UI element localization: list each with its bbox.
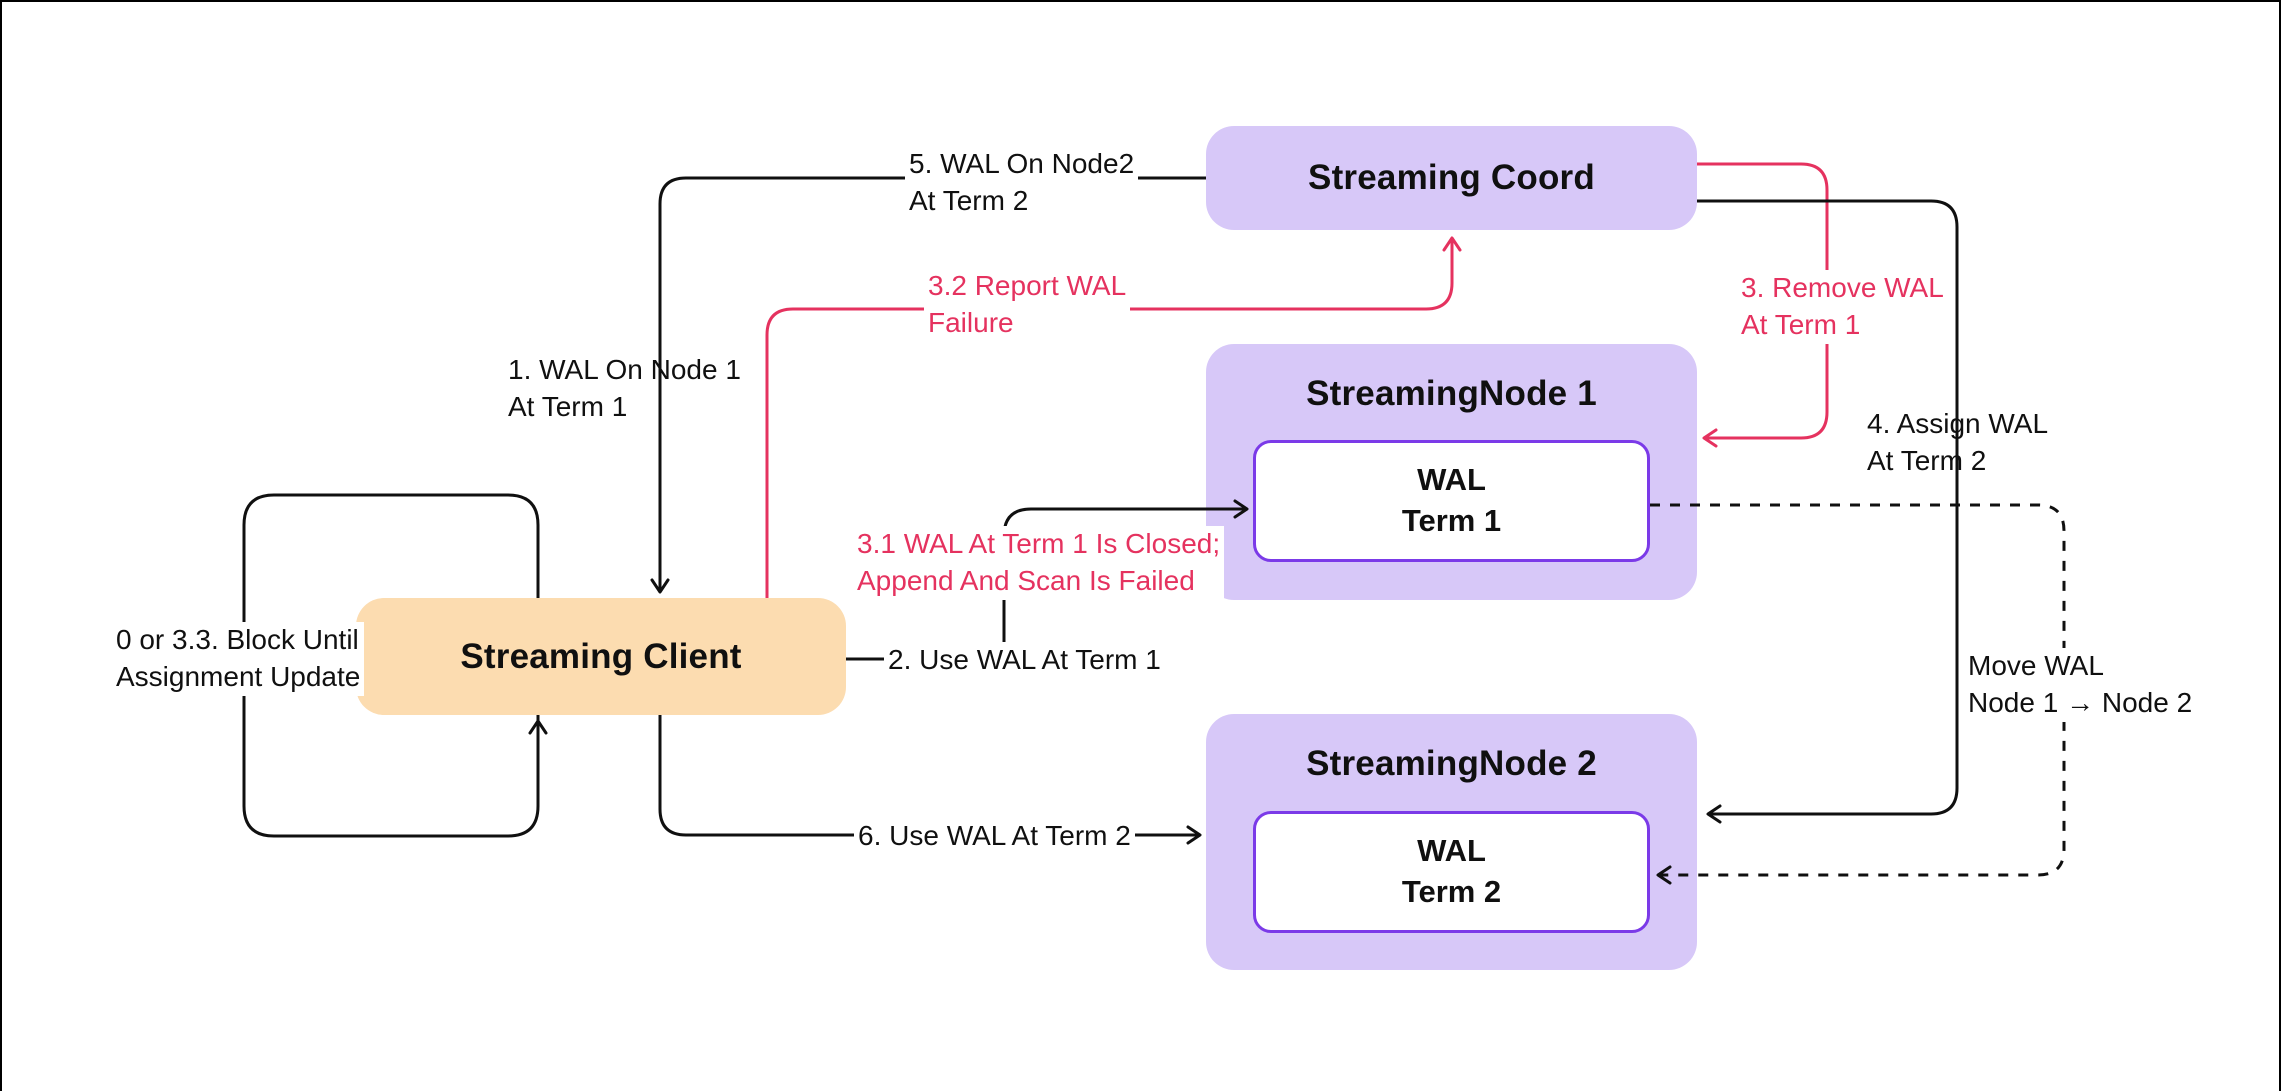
label-wal-on-node1: 1. WAL On Node 1 At Term 1 [508, 354, 741, 422]
label-block-until: 0 or 3.3. Block Until Assignment Update [112, 622, 365, 696]
label-move-wal: Move WAL Node 1 → Node 2 [1964, 648, 2197, 722]
label-remove-wal: 3. Remove WAL At Term 1 [1737, 270, 1948, 344]
streamingnode2-title: StreamingNode 2 [1306, 744, 1597, 783]
label-assign-wal: 4. Assign WAL At Term 2 [1867, 408, 2049, 476]
wal-term1-line2: Term 1 [1401, 503, 1502, 538]
streaming-client-label: Streaming Client [460, 636, 742, 676]
wal-term2-line1: WAL [1417, 833, 1486, 869]
edge-use-wal-term2 [658, 715, 1202, 845]
wal-term2-line2: Term 2 [1401, 874, 1502, 909]
wal-term1-line1: WAL [1417, 462, 1486, 498]
label-report-wal-failure: 3.2 Report WAL Failure [924, 268, 1131, 342]
label-use-wal-term1: 2. Use WAL At Term 1 [884, 642, 1165, 679]
edge-wal-on-node-1-5 [650, 176, 1206, 594]
streaming-coord-label: Streaming Coord [1308, 158, 1595, 197]
label-use-wal-term2: 6. Use WAL At Term 2 [854, 818, 1135, 855]
label-wal-closed: 3.1 WAL At Term 1 Is Closed; Append And … [853, 526, 1225, 600]
node-streaming-coord: Streaming Coord [1206, 126, 1697, 230]
node-streaming-client: Streaming Client [356, 598, 846, 715]
edge-client-self-loop [242, 493, 540, 838]
wal-term1-box: WAL Term 1 [1253, 440, 1650, 562]
label-wal-on-node2: 5. WAL On Node2 At Term 2 [905, 146, 1139, 220]
node-streamingnode-2: StreamingNode 2 WAL Term 2 [1206, 714, 1697, 970]
wal-term2-box: WAL Term 2 [1253, 811, 1650, 933]
node-streamingnode-1: StreamingNode 1 WAL Term 1 [1206, 344, 1697, 600]
edge-assign-wal [1697, 199, 1959, 824]
streamingnode1-title: StreamingNode 1 [1306, 374, 1597, 413]
